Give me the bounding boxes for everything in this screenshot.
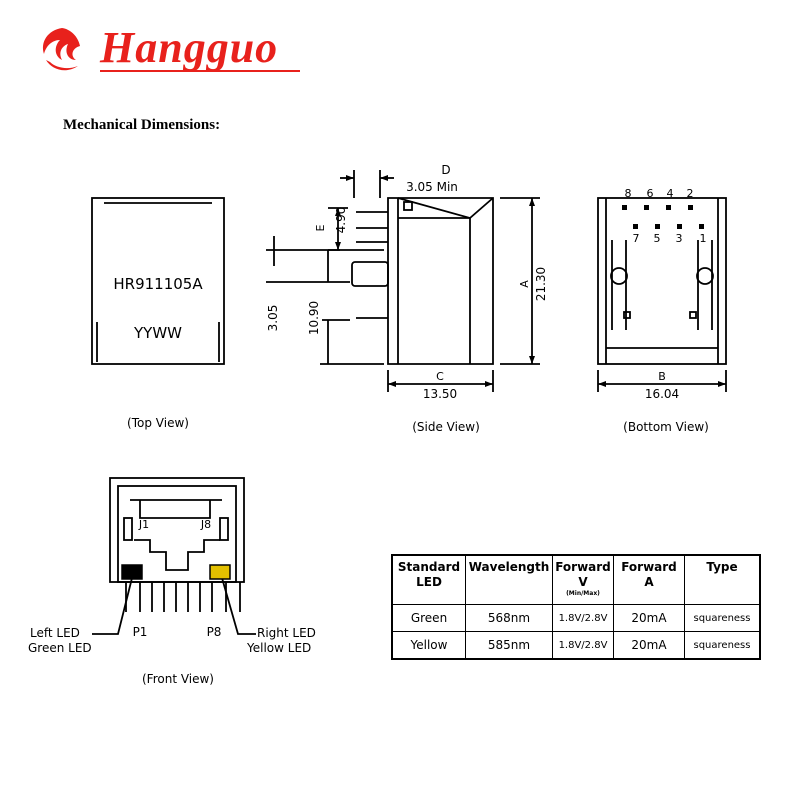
front-p8-label: P8 [207,625,222,639]
left-led-label: Left LED [30,626,80,640]
side-dim-left-2: 10.90 [307,301,321,335]
header-line: Type [706,560,738,574]
side-dim-d-value: 3.05 Min [406,180,458,194]
pin-label: 5 [654,232,661,245]
table-cell: 20mA [613,631,685,660]
top-pin-marker [688,205,693,210]
yellow-led-label: Yellow LED [246,641,311,655]
green-led-label: Green LED [28,641,92,655]
top-view-date-code: YYWW [133,324,182,342]
left-led-indicator [121,564,143,580]
bottom-pin-marker [699,224,704,229]
page-heading: Mechanical Dimensions: [63,117,221,133]
pin-label: 6 [647,187,654,200]
side-dim-e-label: E [314,224,327,231]
bottom-view-caption: (Bottom View) [623,420,709,434]
table-header-cell: Type [684,554,761,605]
pin-label: 8 [625,187,632,200]
brand-name: Hangguo [100,23,279,72]
front-j1-label: J1 [138,518,149,531]
bottom-pin-marker [655,224,660,229]
bottom-pin-marker [677,224,682,229]
header-line: Wavelength [468,560,550,574]
table-cell: 585nm [465,631,553,660]
side-dim-c-label: C [436,370,444,383]
right-led-indicator [209,564,231,580]
header-subnote: (Min/Max) [566,590,600,597]
front-view-outline [92,477,256,635]
side-view-caption: (Side View) [412,420,480,434]
table-row: Yellow 585nm 1.8V/2.8V 20mA squareness [391,631,761,660]
table-cell: Green [391,604,466,632]
side-dim-d-label: D [441,163,450,177]
bottom-dim-b-value: 16.04 [645,387,679,401]
header-line: V [578,575,588,589]
table-cell: 1.8V/2.8V [552,631,614,660]
pin-label: 7 [633,232,640,245]
table-cell: Yellow [391,631,466,660]
right-led-label: Right LED [257,626,316,640]
side-dim-c-value: 13.50 [423,387,457,401]
table-cell: squareness [684,631,761,660]
bottom-dim-b-label: B [658,370,666,383]
bottom-pin-marker [633,224,638,229]
top-pin-marker [622,205,627,210]
table-cell: 568nm [465,604,553,632]
pin-label: 1 [700,232,707,245]
top-view-caption: (Top View) [127,416,189,430]
top-view-part-number: HR911105A [113,275,203,293]
header-line: A [644,575,654,589]
header-line: Standard [397,560,461,574]
top-pin-marker [644,205,649,210]
table-cell: 1.8V/2.8V [552,604,614,632]
table-row: Green 568nm 1.8V/2.8V 20mA squareness [391,604,761,632]
header-line: Forward [621,560,677,574]
side-dim-a-label: A [518,280,531,288]
pin-label: 3 [676,232,683,245]
side-dim-left-1: 3.05 [266,305,280,332]
front-j8-label: J8 [200,518,211,531]
side-view-outline [266,170,540,392]
header-line: LED [416,575,442,589]
header-line: Forward [555,560,611,574]
bottom-view-outline [597,197,727,392]
front-p1-label: P1 [133,625,148,639]
top-view-outline [91,197,225,365]
side-dim-a-value: 21.30 [534,267,548,301]
pin-label: 4 [667,187,674,200]
table-header-cell: Wavelength [465,554,553,605]
hangguo-swirl-logo-icon [42,28,80,71]
pin-label: 2 [687,187,694,200]
table-cell: squareness [684,604,761,632]
table-cell: 20mA [613,604,685,632]
top-pin-marker [666,205,671,210]
front-view-caption: (Front View) [142,672,214,686]
brand-underline [100,70,300,72]
side-dim-e-value: 4.90 [334,207,348,234]
